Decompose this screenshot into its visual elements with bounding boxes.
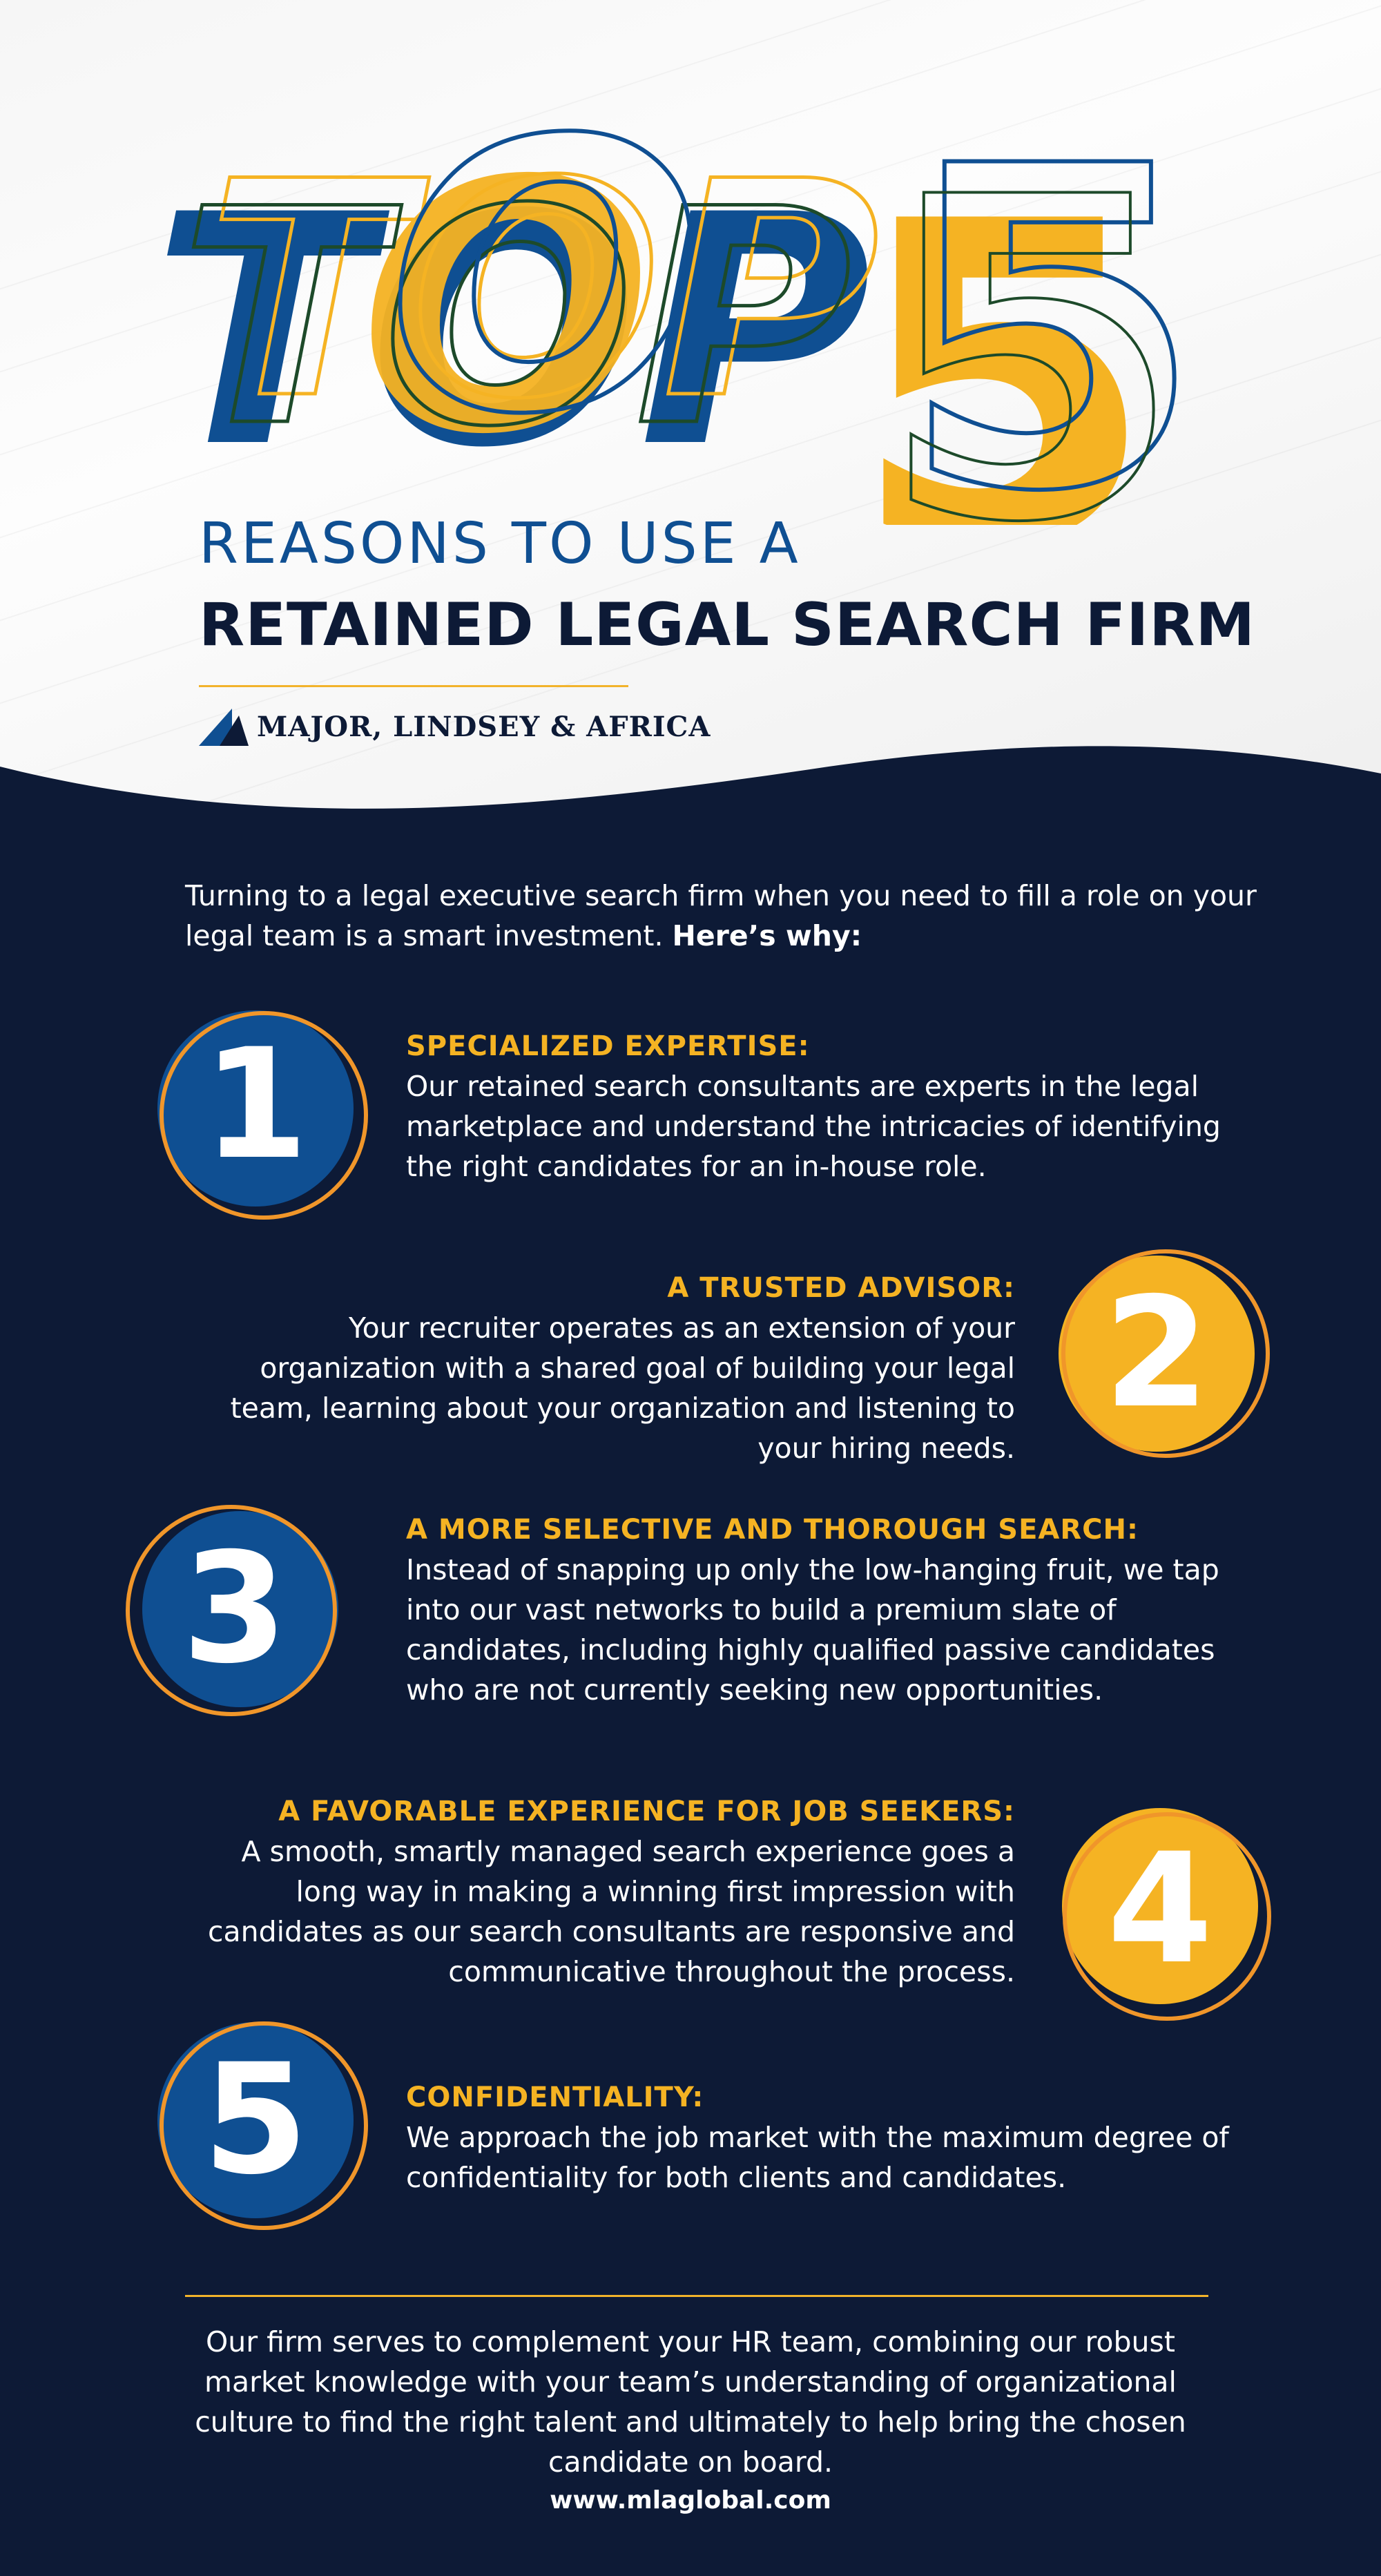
outro-paragraph: Our firm serves to complement your HR te… [195,2325,1186,2479]
intro-bold: Here’s why: [672,919,862,952]
footer-divider [185,2295,1208,2297]
reason-text: Your recruiter operates as an extension … [230,1311,1015,1465]
reason-title: CONFIDENTIALITY: [406,2082,704,2113]
reason-title: A MORE SELECTIVE AND THOROUGH SEARCH: [406,1514,1139,1546]
website-link[interactable]: www.mlaglobal.com [550,2486,831,2515]
header-wave [0,746,1381,815]
badge-number: 5 [202,2031,308,2208]
company-logo: MAJOR, LINDSEY & AFRICA [199,706,711,747]
five-fill: 5 [849,128,1157,525]
reason-1: SPECIALIZED EXPERTISE: Our retained sear… [406,1026,1235,1186]
number-badge-4: 4 [1062,1808,1271,2021]
reason-3: A MORE SELECTIVE AND THOROUGH SEARCH: In… [406,1510,1276,1710]
top-o-outline-blue: O [387,62,704,496]
top-word-fill: TOP [152,148,872,517]
reason-title: A FAVORABLE EXPERIENCE FOR JOB SEEKERS: [278,1796,1015,1827]
page-title: RETAINED LEGAL SEARCH FIRM [199,590,1256,660]
reason-text: A smooth, smartly managed search experie… [207,1835,1015,1988]
reason-5: CONFIDENTIALITY: We approach the job mar… [406,2077,1235,2198]
badge-number: 4 [1107,1820,1213,1997]
header-divider [199,685,628,687]
five-outline-blue: 5 [898,73,1205,525]
number-badge-5: 5 [157,2021,368,2230]
badge-number: 2 [1103,1265,1209,1441]
intro-paragraph: Turning to a legal executive search firm… [185,876,1262,956]
badge-number: 1 [202,1016,308,1193]
badge-number: 3 [182,1520,287,1697]
reason-2: A TRUSTED ADVISOR: Your recruiter operat… [186,1268,1015,1468]
reason-title: A TRUSTED ADVISOR: [667,1272,1015,1304]
top-5-title-graphic: TOP O TOP TOP O 5 5 5 [152,60,1207,525]
top-word-outline-green: TOP [180,146,853,492]
reason-text: Instead of snapping up only the low-hang… [406,1553,1219,1707]
subtitle: REASONS TO USE A [199,511,801,577]
triangle-mountain-logo-icon [199,709,249,746]
reason-title: SPECIALIZED EXPERTISE: [406,1030,810,1062]
top-o-gold: O [359,108,653,510]
number-badge-3: 3 [126,1505,338,1716]
reason-text: Our retained search consultants are expe… [406,1070,1221,1183]
number-badge-1: 1 [157,1010,368,1220]
reason-4: A FAVORABLE EXPERIENCE FOR JOB SEEKERS: … [186,1791,1015,1992]
top-word-outline-gold: TOP [207,119,880,464]
header-section: TOP O TOP TOP O 5 5 5 REASONS TO USE A R… [0,0,1381,815]
intro-text: Turning to a legal executive search firm… [185,879,1257,952]
reason-text: We approach the job market with the maxi… [406,2121,1229,2194]
logo-text: MAJOR, LINDSEY & AFRICA [257,710,711,743]
five-outline-green: 5 [877,104,1184,525]
number-badge-2: 2 [1059,1249,1270,1458]
